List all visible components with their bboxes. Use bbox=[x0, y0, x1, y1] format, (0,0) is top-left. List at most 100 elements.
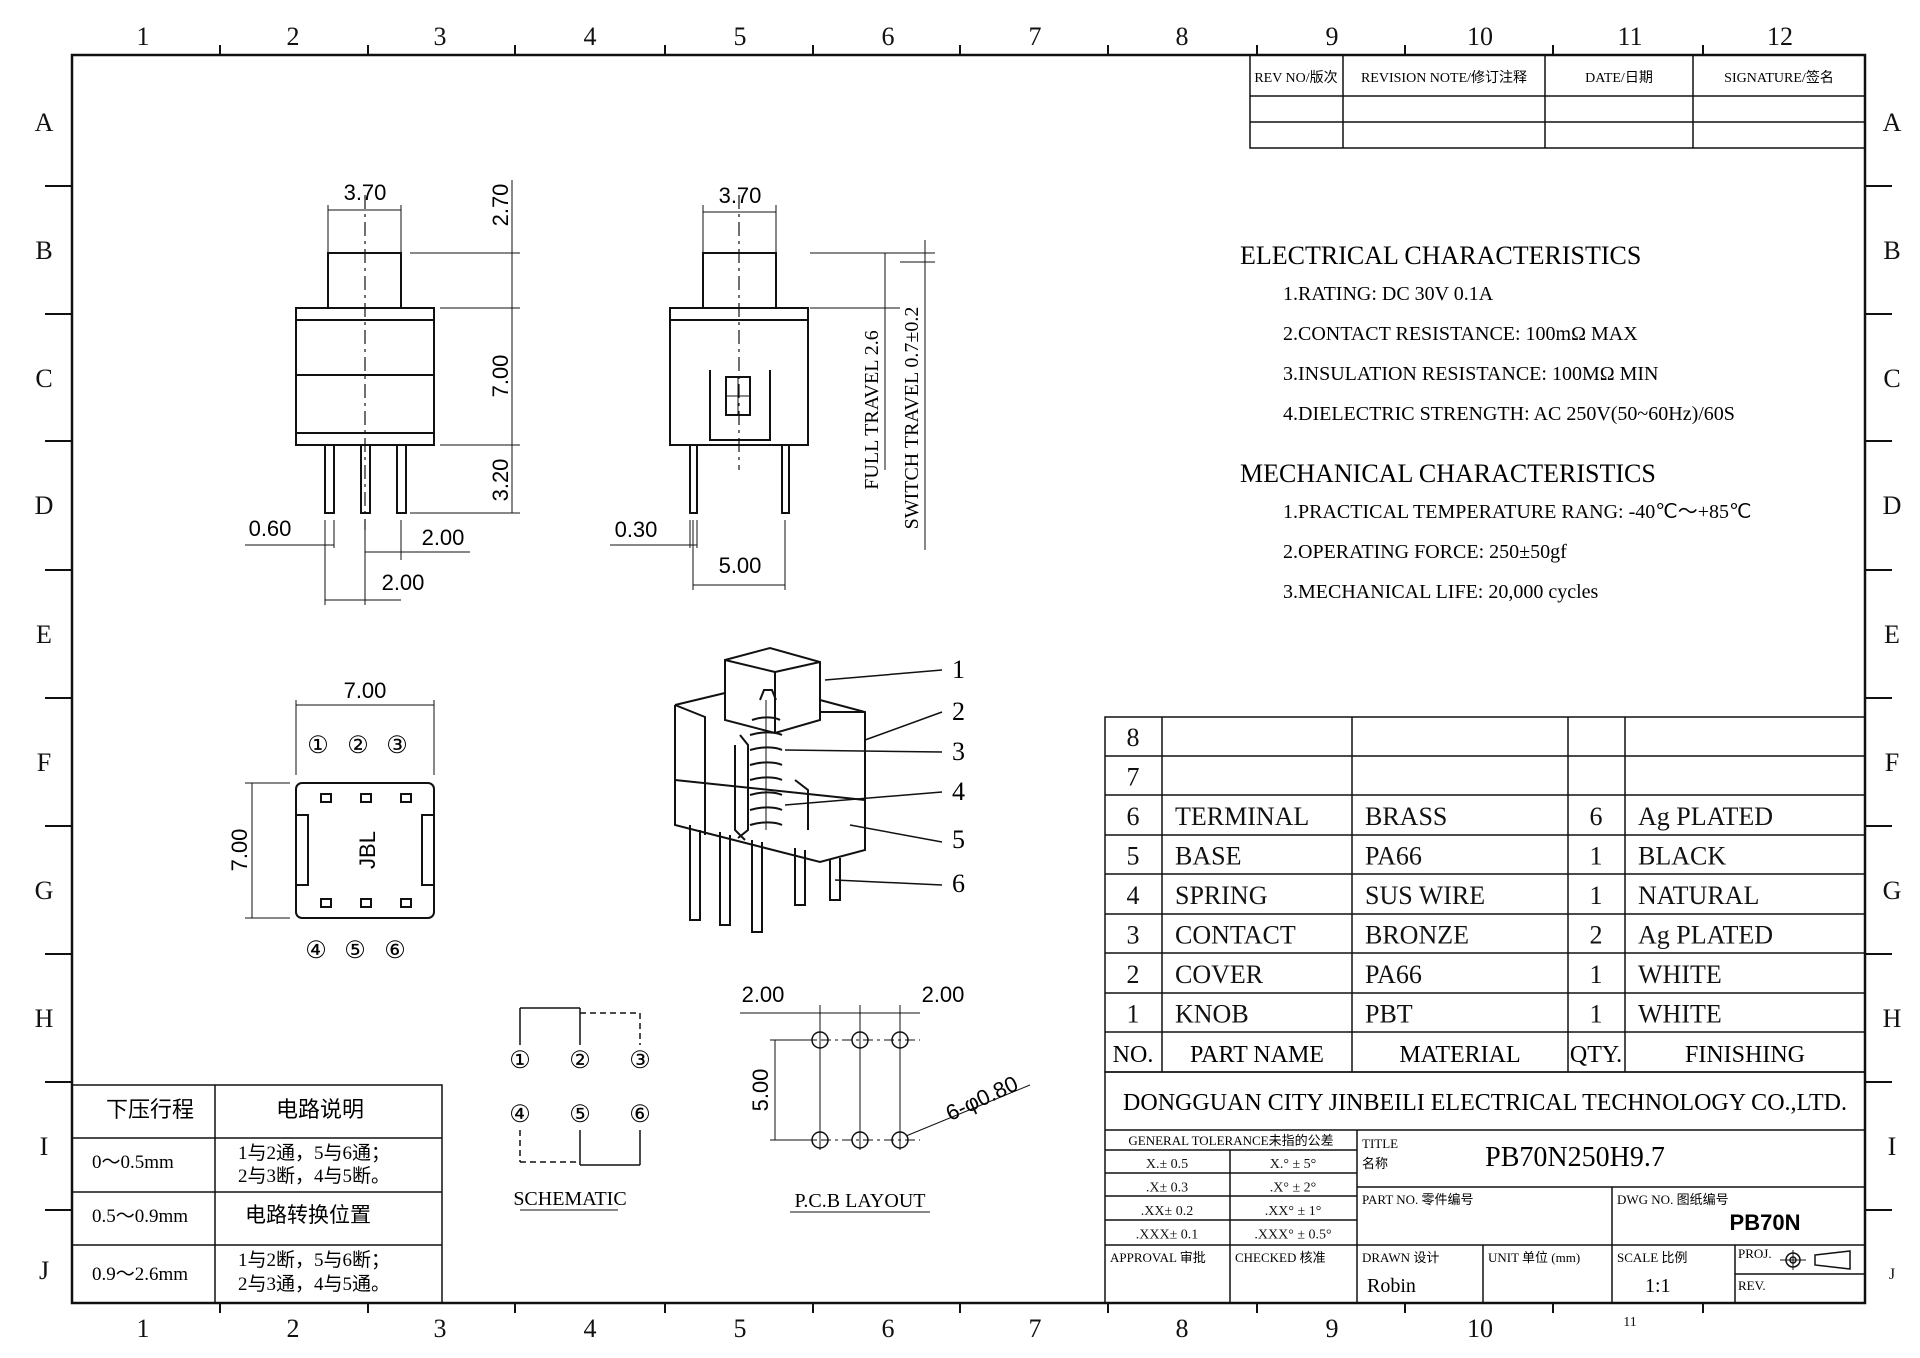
zone-row-right: H bbox=[1883, 1004, 1902, 1033]
tolerance-linear: .XX± 0.2 bbox=[1141, 1204, 1193, 1219]
bom-no: 3 bbox=[1127, 921, 1140, 950]
pcb-layout-label: P.C.B LAYOUT bbox=[795, 1190, 926, 1212]
tolerance-angular: .XX° ± 1° bbox=[1265, 1204, 1322, 1219]
bom-finish: Ag PLATED bbox=[1638, 802, 1773, 831]
bom-finish: BLACK bbox=[1638, 842, 1726, 871]
side-pin-width-dim: 0.30 bbox=[615, 517, 658, 542]
zone-row-left: B bbox=[35, 236, 52, 265]
tolerance-header: GENERAL TOLERANCE未指的公差 bbox=[1128, 1133, 1333, 1148]
part-no-label: PART NO. 零件编号 bbox=[1362, 1192, 1474, 1207]
sheet-frame bbox=[70, 53, 1867, 1305]
bom-qty: 1 bbox=[1590, 960, 1603, 989]
bom-no: 1 bbox=[1127, 1000, 1140, 1029]
bom-part: SPRING bbox=[1175, 881, 1267, 910]
front-body-dim: 7.00 bbox=[488, 355, 513, 398]
zone-col-top: 9 bbox=[1326, 22, 1339, 51]
zone-col-top: 3 bbox=[434, 22, 447, 51]
zone-row-right: B bbox=[1883, 236, 1900, 265]
zone-col-top: 6 bbox=[882, 22, 895, 51]
bom-material-header: MATERIAL bbox=[1399, 1042, 1520, 1068]
zone-row-left: C bbox=[35, 364, 52, 393]
electrical-item: 2.CONTACT RESISTANCE: 100mΩ MAX bbox=[1283, 323, 1638, 345]
dwg-no-value: PB70N bbox=[1730, 1210, 1801, 1235]
mechanical-item: 1.PRACTICAL TEMPERATURE RANG: -40℃～+85℃ bbox=[1283, 501, 1751, 523]
front-width-dim: 3.70 bbox=[344, 180, 387, 205]
side-view bbox=[610, 195, 935, 590]
zone-col-bottom: 5 bbox=[734, 1314, 747, 1343]
schematic-label: SCHEMATIC bbox=[513, 1188, 626, 1210]
zone-col-bottom: 11 bbox=[1623, 1315, 1636, 1330]
bom-part-header: PART NAME bbox=[1190, 1042, 1324, 1068]
bom-finish-header: FINISHING bbox=[1685, 1042, 1805, 1068]
title-label: TITLE bbox=[1362, 1136, 1398, 1151]
tolerance-angular: X.° ± 5° bbox=[1270, 1157, 1317, 1172]
zone-row-right: I bbox=[1888, 1132, 1897, 1161]
pin-5-label: ⑤ bbox=[344, 938, 366, 964]
bom-no: 2 bbox=[1127, 960, 1140, 989]
zone-col-bottom: 8 bbox=[1176, 1314, 1189, 1343]
circuit-header: 电路说明 bbox=[276, 1097, 364, 1122]
front-top-dim: 2.70 bbox=[488, 184, 513, 227]
zone-row-left: G bbox=[35, 876, 54, 905]
bottom-width-dim: 7.00 bbox=[344, 678, 387, 703]
date-header: DATE/日期 bbox=[1585, 70, 1653, 86]
zone-col-bottom: 10 bbox=[1467, 1314, 1493, 1343]
bom-part: KNOB bbox=[1175, 1000, 1249, 1029]
bom-no: 6 bbox=[1127, 802, 1140, 831]
approval-label: APPROVAL 审批 bbox=[1110, 1250, 1206, 1265]
zone-row-right: F bbox=[1885, 748, 1899, 777]
pcb-height-dim: 5.00 bbox=[748, 1069, 773, 1112]
zone-row-left: A bbox=[35, 108, 54, 137]
pin-3-label: ③ bbox=[386, 733, 408, 759]
bom-no-header: NO. bbox=[1113, 1042, 1154, 1068]
pcb-layout bbox=[740, 1005, 1031, 1213]
rev-no-header: REV NO/版次 bbox=[1254, 70, 1337, 86]
zone-col-top: 7 bbox=[1029, 22, 1042, 51]
electrical-item: 3.INSULATION RESISTANCE: 100MΩ MIN bbox=[1283, 363, 1659, 385]
bom-material: BRONZE bbox=[1365, 921, 1469, 950]
bom-part: BASE bbox=[1175, 842, 1241, 871]
pcb-pitch-dim: 2.00 bbox=[922, 982, 965, 1007]
bom-finish: Ag PLATED bbox=[1638, 921, 1773, 950]
zone-row-right: D bbox=[1883, 491, 1902, 520]
checked-label: CHECKED 核准 bbox=[1235, 1250, 1326, 1265]
pin-6-label: ⑥ bbox=[384, 938, 406, 964]
bom-material: PA66 bbox=[1365, 842, 1422, 871]
zone-row-right: E bbox=[1884, 620, 1900, 649]
bom-qty: 1 bbox=[1590, 881, 1603, 910]
cutaway-view bbox=[674, 646, 943, 933]
callout-1: 1 bbox=[952, 655, 965, 684]
circuit-desc: 2与3断，4与5断。 bbox=[238, 1165, 390, 1187]
callout-6: 6 bbox=[952, 869, 965, 898]
scale-value: 1:1 bbox=[1645, 1275, 1671, 1297]
front-pitch-dim: 2.00 bbox=[422, 525, 465, 550]
zone-col-bottom: 9 bbox=[1326, 1314, 1339, 1343]
drawn-label: DRAWN 设计 bbox=[1362, 1250, 1439, 1265]
bom-qty-header: QTY. bbox=[1570, 1042, 1622, 1068]
bom-part: CONTACT bbox=[1175, 921, 1296, 950]
revision-table bbox=[1249, 54, 1866, 149]
title-label-cn: 名称 bbox=[1362, 1156, 1388, 1171]
zone-row-right: C bbox=[1883, 364, 1900, 393]
circuit-desc: 1与2断，5与6断； bbox=[238, 1249, 390, 1271]
callout-4: 4 bbox=[952, 777, 965, 806]
zone-col-bottom: 1 bbox=[137, 1314, 150, 1343]
bottom-height-dim: 7.00 bbox=[227, 829, 252, 872]
zone-row-right: G bbox=[1883, 876, 1902, 905]
zone-row-left: H bbox=[35, 1004, 54, 1033]
pin-2-label: ② bbox=[347, 733, 369, 759]
jbl-mark: JBL bbox=[355, 831, 380, 869]
tolerance-linear: .X± 0.3 bbox=[1146, 1181, 1188, 1196]
stroke-range: 0～0.5mm bbox=[92, 1152, 174, 1173]
title-block bbox=[1104, 1071, 1866, 1304]
front-pin-width-dim: 0.60 bbox=[249, 516, 292, 541]
dwg-no-label: DWG NO. 图纸编号 bbox=[1617, 1192, 1729, 1207]
front-view bbox=[245, 180, 520, 605]
zone-col-top: 10 bbox=[1467, 22, 1493, 51]
pcb-pitch-dim: 2.00 bbox=[742, 982, 785, 1007]
bottom-view bbox=[245, 700, 435, 919]
bom-finish: WHITE bbox=[1638, 1000, 1722, 1029]
scale-label: SCALE 比例 bbox=[1617, 1250, 1687, 1265]
